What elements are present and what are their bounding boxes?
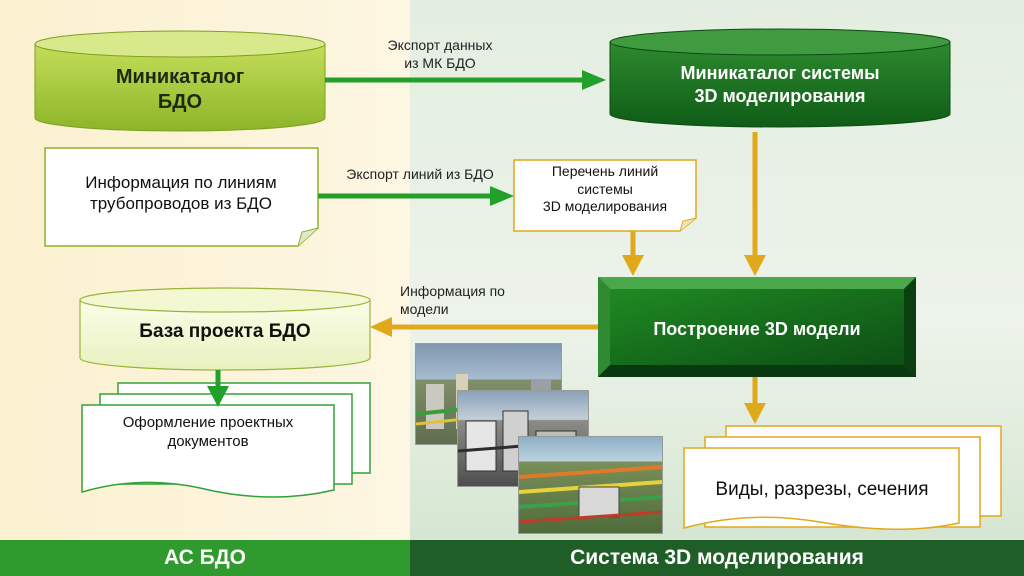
arrow-export-data (325, 70, 606, 90)
arrow-export-lines (318, 186, 514, 206)
arrow-catalog-to-build (744, 132, 766, 276)
arrow-list-to-build (622, 231, 644, 276)
views-stack (683, 425, 1002, 530)
export-data-label: Экспорт данных из МК БДО (387, 37, 493, 71)
minicatalog-bdo-label: Миникаталог БДО (115, 66, 245, 113)
arrow-build-to-views (744, 377, 766, 424)
plant-model-image-3 (518, 436, 663, 534)
plant-model-image-3-graphic (519, 465, 662, 524)
arrow-db-to-docs (207, 370, 229, 407)
documents-stack (81, 382, 371, 498)
footer-system-3d: Система 3D моделирования (410, 540, 1024, 576)
arrow-build-to-db (370, 317, 598, 337)
project-db-cylinder (79, 287, 371, 371)
build-3d-model-box (598, 277, 916, 377)
minicatalog-bdo-cylinder (34, 30, 326, 132)
minicatalog-3d-cylinder (609, 28, 951, 128)
model-info-label: Информация по модели (400, 283, 505, 317)
build-3d-model-label: Построение 3D модели (653, 319, 861, 339)
line-list-label: Перечень линий системы 3D моделирования (542, 163, 668, 214)
views-label: Виды, разрезы, сечения (715, 479, 929, 500)
minicatalog-3d-label: Миникаталог системы 3D моделирования (680, 63, 880, 106)
footer-as-bdo: АС БДО (0, 540, 410, 576)
project-db-label: База проекта БДО (139, 321, 311, 342)
pipeline-info-label: Информация по линиям трубопроводов из БД… (85, 173, 277, 214)
diagram-canvas (34, 28, 1002, 530)
export-lines-label: Экспорт линий из БДО (346, 166, 494, 182)
documents-label: Оформление проектных документов (122, 414, 294, 450)
